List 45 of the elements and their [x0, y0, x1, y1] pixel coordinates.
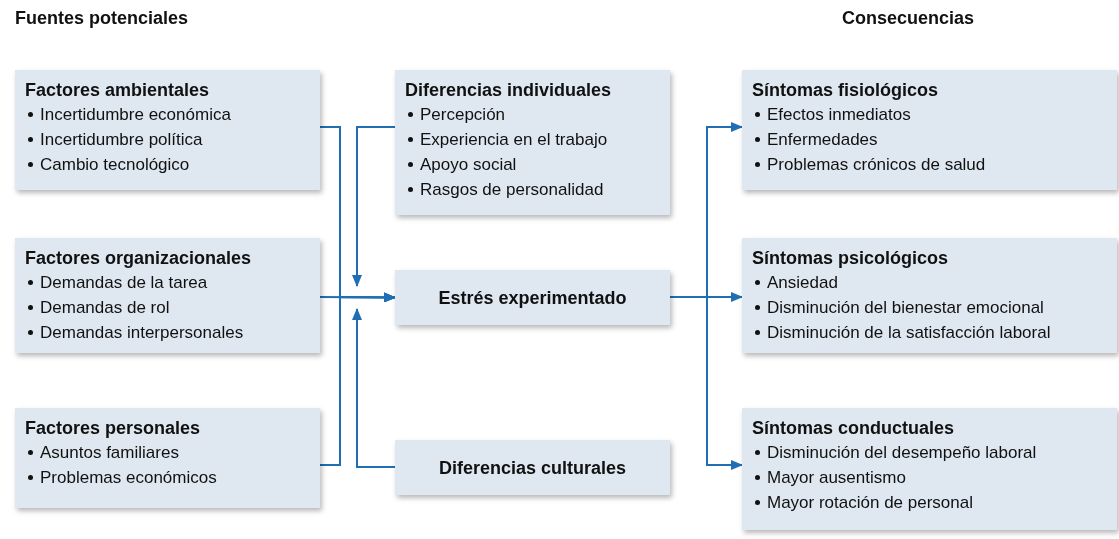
text-box [15, 238, 320, 353]
bullet-item: Mayor ausentismo [767, 467, 906, 489]
arrow [319, 292, 396, 466]
text-box [15, 408, 320, 508]
box-title: Factores personales [25, 417, 202, 440]
box-title: Diferencias individuales [405, 79, 613, 102]
bullet-item: Demandas de rol [40, 297, 170, 319]
bullet-item: Incertidumbre política [40, 129, 203, 151]
text-box [742, 238, 1117, 353]
text-box [395, 70, 670, 215]
bullet-item: Disminución del desempeño laboral [767, 442, 1037, 464]
text-box [395, 440, 670, 495]
text-box [742, 70, 1117, 190]
bullet-item: Rasgos de personalidad [420, 179, 604, 201]
column-heading: Consecuencias [842, 8, 975, 29]
text-box [395, 270, 670, 325]
text-box [742, 408, 1117, 530]
bullet-item: Mayor rotación de personal [767, 492, 973, 514]
bullet-item: Ansiedad [767, 272, 838, 294]
bullet-item: Cambio tecnológico [40, 154, 190, 176]
box-title: Síntomas fisiológicos [752, 79, 940, 102]
bullet-item: Apoyo social [420, 154, 517, 176]
column-heading: Fuentes potenciales [15, 8, 189, 29]
bullet-item: Percepción [420, 104, 506, 126]
box-title: Estrés experimentado [438, 286, 627, 310]
box-title: Factores ambientales [25, 79, 211, 102]
bullet-item: Demandas interpersonales [40, 322, 244, 344]
bullet-item: Experiencia en el trabajo [420, 129, 608, 151]
bullet-item: Disminución del bienestar emocional [767, 297, 1044, 319]
bullet-item: Problemas económicos [40, 467, 217, 489]
bullet-item: Incertidumbre económica [40, 104, 231, 126]
bullet-item: Efectos inmediatos [767, 104, 911, 126]
box-title: Diferencias culturales [438, 456, 627, 480]
bullet-item: Problemas crónicos de salud [767, 154, 986, 176]
arrow [352, 126, 396, 287]
bullet-item: Asuntos familiares [40, 442, 179, 464]
arrow [352, 308, 396, 468]
bullet-item: Demandas de la tarea [40, 272, 208, 294]
box-title: Factores organizacionales [25, 247, 253, 270]
bullet-item: Enfermedades [767, 129, 878, 151]
text-box [15, 70, 320, 190]
arrow [669, 296, 743, 470]
box-title: Síntomas psicológicos [752, 247, 950, 270]
bullet-item: Disminución de la satisfacción laboral [767, 322, 1051, 344]
box-title: Síntomas conductuales [752, 417, 956, 440]
